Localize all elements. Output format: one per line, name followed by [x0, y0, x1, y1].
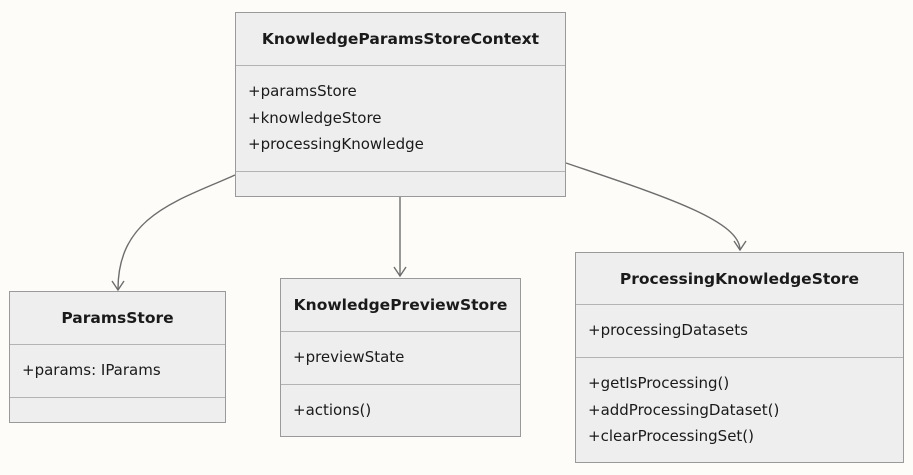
class-knowledge-preview-store[interactable]: KnowledgePreviewStore +previewState +act… — [280, 278, 521, 437]
class-methods — [236, 172, 565, 196]
class-name: ProcessingKnowledgeStore — [576, 253, 903, 305]
attribute: +previewState — [293, 348, 405, 366]
method: +actions() — [293, 401, 372, 419]
class-methods: +actions() — [281, 385, 520, 436]
class-methods: +getIsProcessing() +addProcessingDataset… — [576, 358, 903, 462]
class-attributes: +paramsStore +knowledgeStore +processing… — [236, 66, 565, 172]
arrowhead-knowledgepreviewstore — [393, 266, 407, 278]
class-processing-knowledge-store[interactable]: ProcessingKnowledgeStore +processingData… — [575, 252, 904, 463]
class-name: KnowledgePreviewStore — [281, 279, 520, 332]
attribute: +knowledgeStore — [248, 108, 382, 127]
edge-context-to-processingknowledgestore — [565, 162, 741, 251]
attribute: +processingDatasets — [588, 321, 748, 339]
class-attributes: +previewState — [281, 332, 520, 385]
method: +clearProcessingSet() — [588, 427, 755, 445]
arrowhead-paramsstore — [111, 280, 125, 292]
method: +getIsProcessing() — [588, 374, 730, 392]
attribute: +processingKnowledge — [248, 135, 424, 153]
edge-context-to-paramsstore — [117, 174, 236, 290]
attribute: +params: IParams — [22, 361, 161, 379]
class-name: ParamsStore — [10, 292, 225, 345]
attribute: +paramsStore — [248, 82, 357, 100]
class-attributes: +processingDatasets — [576, 305, 903, 358]
class-params-store[interactable]: ParamsStore +params: IParams — [9, 291, 226, 423]
class-knowledge-params-store-context[interactable]: KnowledgeParamsStoreContext +paramsStore… — [235, 12, 566, 197]
class-attributes: +params: IParams — [10, 345, 225, 398]
class-name: KnowledgeParamsStoreContext — [236, 13, 565, 66]
method: +addProcessingDataset() — [588, 400, 780, 419]
class-methods — [10, 398, 225, 422]
arrowhead-processingknowledgestore — [733, 240, 747, 252]
